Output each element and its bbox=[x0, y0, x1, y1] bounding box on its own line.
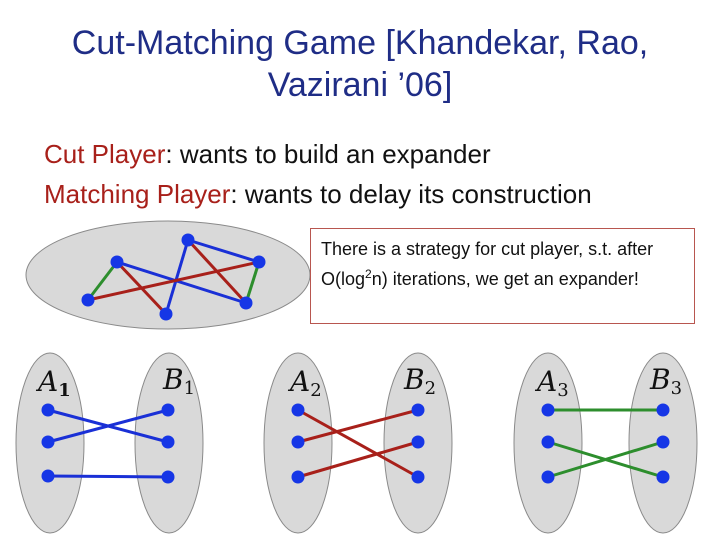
set-a3-label: A3 bbox=[534, 365, 569, 401]
note-superscript: 2 bbox=[365, 267, 372, 281]
union-node bbox=[181, 233, 195, 247]
union-edge-red bbox=[87, 260, 260, 302]
union-node bbox=[239, 296, 253, 310]
union-node bbox=[159, 307, 173, 321]
cut-player-text: : wants to build an expander bbox=[165, 139, 491, 169]
union-graph-nodes bbox=[81, 233, 266, 321]
union-node bbox=[252, 255, 266, 269]
union-node bbox=[81, 293, 95, 307]
player-descriptions: Cut Player: wants to build an expander M… bbox=[44, 134, 704, 214]
union-edge-blue bbox=[187, 238, 260, 264]
matching-panel-1: A1 B1 bbox=[15, 352, 204, 534]
matching-panel-3: A3 B3 bbox=[513, 352, 698, 534]
cut-player-term: Cut Player bbox=[44, 139, 166, 169]
set-a3-node bbox=[541, 470, 555, 484]
set-a2-node bbox=[291, 403, 305, 417]
union-node bbox=[110, 255, 124, 269]
set-b1-node bbox=[161, 435, 175, 449]
union-edge-blue bbox=[116, 260, 247, 305]
matching-edge-red bbox=[297, 408, 419, 479]
slide-title: Cut-Matching Game [Khandekar, Rao, Vazir… bbox=[20, 22, 700, 106]
set-a2-label: A2 bbox=[287, 365, 322, 401]
set-a3-node bbox=[541, 403, 555, 417]
set-a1-node bbox=[41, 435, 55, 449]
matching-edge-red bbox=[297, 440, 419, 479]
union-edge-red bbox=[115, 260, 168, 316]
matching-edge-red bbox=[297, 408, 419, 444]
set-a2-node bbox=[291, 435, 305, 449]
union-edge-red bbox=[186, 238, 248, 305]
union-graph-edges bbox=[86, 238, 261, 316]
cut-player-line: Cut Player: wants to build an expander bbox=[44, 134, 704, 174]
set-a1-node bbox=[41, 403, 55, 417]
matching-player-text: : wants to delay its construction bbox=[230, 179, 592, 209]
set-a1-label: A1 bbox=[35, 365, 71, 401]
set-a1-node bbox=[41, 469, 55, 483]
set-b3-node bbox=[656, 403, 670, 417]
set-b2-node bbox=[411, 403, 425, 417]
matching-edge-blue bbox=[47, 408, 169, 444]
strategy-note-box: There is a strategy for cut player, s.t.… bbox=[310, 228, 695, 324]
matching-panel-2: A2 B2 bbox=[263, 352, 453, 534]
set-b2-node bbox=[411, 435, 425, 449]
note-text-after: n) iterations, we get an expander! bbox=[371, 269, 639, 289]
title-line-1: Cut-Matching Game [Khandekar, Rao, bbox=[71, 24, 649, 62]
union-edge-green bbox=[244, 261, 261, 304]
matching-player-term: Matching Player bbox=[44, 179, 231, 209]
set-b1-label: B1 bbox=[162, 363, 195, 399]
matching-edge-green bbox=[547, 440, 664, 479]
set-b2-node bbox=[411, 470, 425, 484]
matching-player-line: Matching Player: wants to delay its cons… bbox=[44, 174, 704, 214]
set-b1-node bbox=[161, 403, 175, 417]
set-b3-label: B3 bbox=[649, 363, 682, 399]
set-b3-node bbox=[656, 435, 670, 449]
set-b2-label: B2 bbox=[403, 363, 436, 399]
union-edge-blue bbox=[164, 239, 190, 315]
set-b1-node bbox=[161, 470, 175, 484]
matching-edge-blue bbox=[47, 474, 169, 479]
note-text-before: There is a strategy for cut player, s.t.… bbox=[321, 239, 654, 289]
set-a2-node bbox=[291, 470, 305, 484]
union-edge-green bbox=[86, 261, 119, 301]
set-a3-node bbox=[541, 435, 555, 449]
set-b3-node bbox=[656, 470, 670, 484]
title-line-2: Vazirani ’06] bbox=[267, 66, 453, 104]
